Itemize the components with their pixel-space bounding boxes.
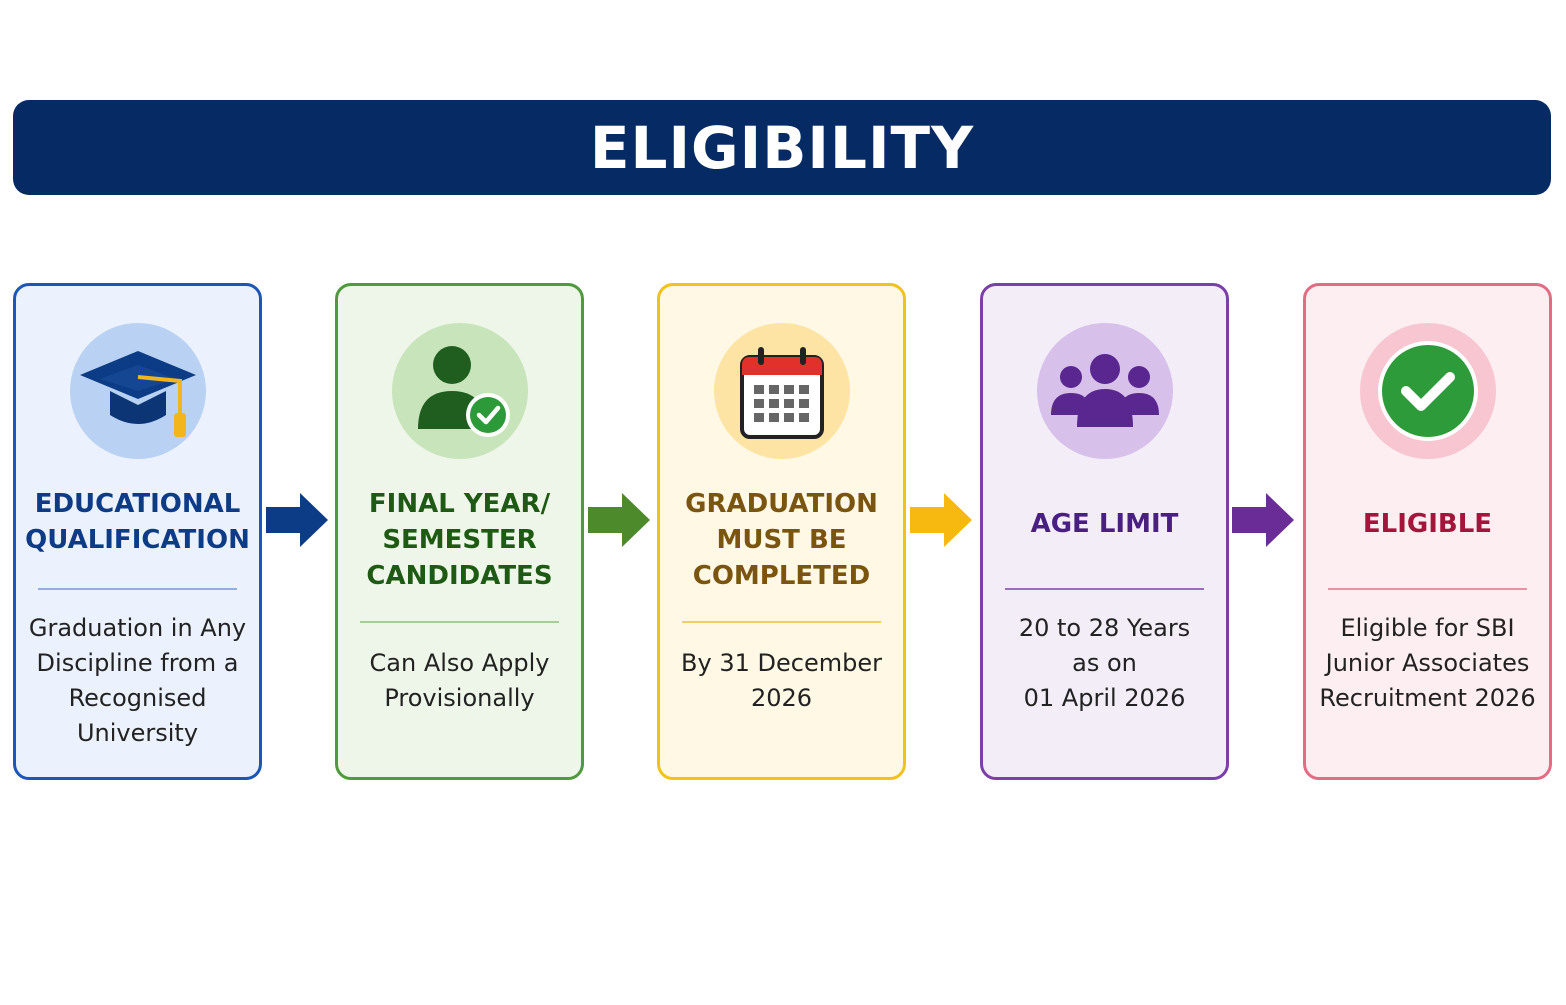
card-title: GRADUATION MUST BE COMPLETED [685, 489, 878, 591]
arrow-right-icon [588, 493, 650, 547]
card-eligible: ELIGIBLE Eligible for SBI Junior Associa… [1303, 283, 1552, 780]
title-banner: ELIGIBILITY [13, 100, 1551, 195]
card-description: By 31 December 2026 [681, 649, 882, 712]
check-circle-icon [1359, 323, 1496, 459]
calendar-icon [713, 323, 850, 459]
arrow-right-icon [266, 493, 328, 547]
people-group-icon [1036, 323, 1173, 459]
card-educational-qualification: EDUCATIONAL QUALIFICATION Graduation in … [13, 283, 262, 780]
card-final-year-candidates: FINAL YEAR/ SEMESTER CANDIDATES Can Also… [335, 283, 584, 780]
card-divider [1005, 588, 1204, 590]
user-check-icon [391, 323, 528, 459]
card-age-limit: AGE LIMIT 20 to 28 Years as on 01 April … [980, 283, 1229, 780]
card-title: AGE LIMIT [1030, 509, 1179, 539]
arrow-right-icon [910, 493, 972, 547]
card-divider [1328, 588, 1527, 590]
card-description: Eligible for SBI Junior Associates Recru… [1319, 614, 1536, 712]
card-divider [38, 588, 237, 590]
card-graduation-completed: GRADUATION MUST BE COMPLETED By 31 Decem… [657, 283, 906, 780]
card-title: FINAL YEAR/ SEMESTER CANDIDATES [366, 489, 553, 591]
card-description: Graduation in Any Discipline from a Reco… [28, 614, 247, 747]
card-description: Can Also Apply Provisionally [369, 649, 550, 712]
card-divider [682, 621, 881, 623]
page-title: ELIGIBILITY [589, 113, 975, 182]
card-title: ELIGIBLE [1362, 509, 1493, 539]
card-description: 20 to 28 Years as on 01 April 2026 [1018, 614, 1191, 712]
card-divider [360, 621, 559, 623]
graduation-cap-icon [69, 323, 206, 459]
card-title: EDUCATIONAL QUALIFICATION [25, 489, 250, 555]
arrow-right-icon [1232, 493, 1294, 547]
